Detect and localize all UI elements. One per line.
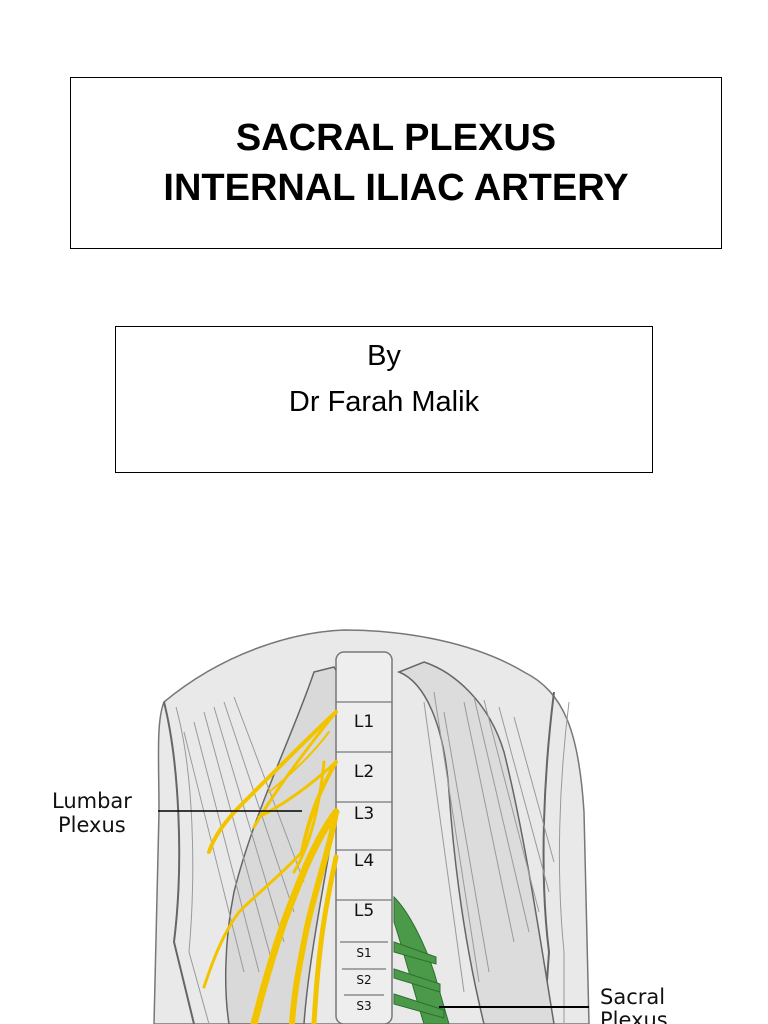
lumbar-plexus-label-line2: Plexus	[58, 813, 126, 837]
vertebra-label-s3: S3	[356, 999, 372, 1013]
author-by: By	[367, 340, 401, 372]
title-box: SACRAL PLEXUS INTERNAL ILIAC ARTERY	[70, 77, 722, 249]
spinal-column	[335, 651, 393, 1024]
title-line-2: INTERNAL ILIAC ARTERY	[163, 167, 629, 209]
author-box: By Dr Farah Malik	[115, 326, 653, 473]
anatomy-illustration	[153, 629, 590, 1024]
author-name: Dr Farah Malik	[288, 386, 480, 418]
vertebra-label-l3: L3	[353, 804, 375, 824]
vertebra-label-l1: L1	[353, 712, 375, 732]
sacral-plexus-label-line2: Plexus	[600, 1008, 668, 1024]
vertebra-label-l4: L4	[353, 851, 375, 871]
vertebra-label-s2: S2	[356, 973, 372, 987]
sacral-plexus	[393, 895, 450, 1024]
title-line-1: SACRAL PLEXUS	[235, 117, 557, 159]
vertebra-label-l2: L2	[353, 762, 375, 782]
anatomy-figure: L1 L2 L3 L4 L5 S1 S2 S3 Lumbar Plexus Sa…	[44, 612, 748, 1024]
sacral-plexus-label-line1: Sacral	[600, 985, 666, 1009]
lumbar-plexus	[202, 710, 340, 1024]
vertebra-label-l5: L5	[353, 901, 375, 921]
vertebra-label-s1: S1	[356, 946, 372, 960]
lumbar-plexus-label-line1: Lumbar	[52, 789, 132, 813]
